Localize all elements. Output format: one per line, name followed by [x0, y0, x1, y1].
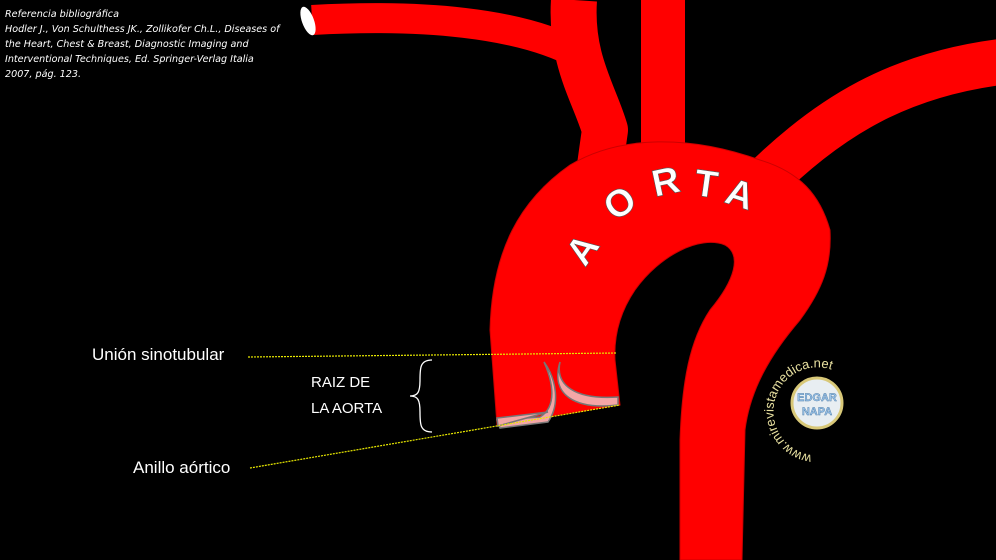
root-label-line1: RAIZ DE [311, 374, 371, 391]
watermark-name-1: EDGAR [797, 392, 837, 404]
reference-line: the Heart, Chest & Breast, Diagnostic Im… [5, 39, 249, 50]
watermark-logo: EDGAR NAPA www.mirevistamedica.net [761, 355, 844, 467]
annulus-leader [249, 404, 621, 469]
right-subclavian-artery [311, 3, 588, 69]
sinotubular-leader [247, 352, 618, 358]
brachiocephalic-trunk [550, 0, 628, 184]
aortic-arch [489, 141, 831, 560]
reference-title: Referencia bibliográfica [5, 9, 119, 20]
left-subclavian-artery [743, 39, 996, 202]
reference-line: 2007, pág. 123. [5, 69, 82, 80]
bibliographic-reference: Referencia bibliográfica Hodler J., Von … [5, 7, 279, 82]
root-label-line2: LA AORTA [311, 400, 383, 417]
root-brace [409, 359, 433, 433]
reference-line: Interventional Techniques, Ed. Springer-… [5, 54, 254, 65]
reference-line: Hodler J., Von Schulthess JK., Zollikofe… [5, 24, 280, 35]
annulus-label: Anillo aórtico [133, 458, 231, 477]
leader-lines [247, 352, 621, 469]
vessel-cut-end [300, 6, 316, 36]
watermark-name-2: NAPA [802, 406, 832, 418]
sinotubular-label: Unión sinotubular [92, 345, 225, 364]
